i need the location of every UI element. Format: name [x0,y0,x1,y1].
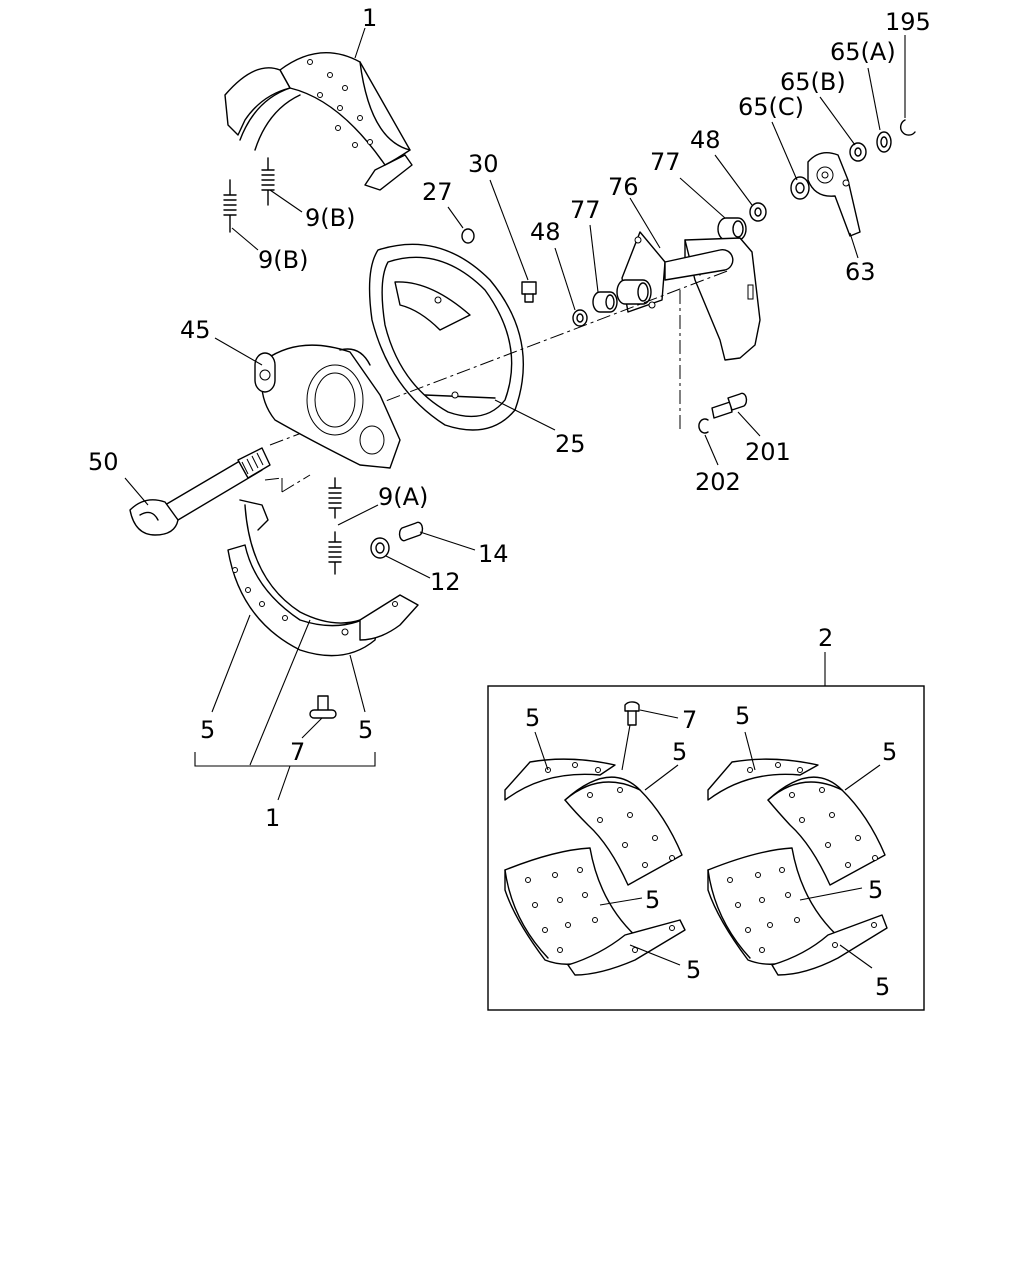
callout-45: 45 [180,316,211,344]
upper-brake-shoe [224,52,413,191]
kit-lining-upper-right [707,758,886,886]
callout-76: 76 [608,173,639,201]
callout-14: 14 [478,540,509,568]
callout-12: 12 [430,568,461,596]
callout-9a: 9(A) [378,483,428,511]
kit-callout-5-d: 5 [882,738,897,766]
callout-5-left: 5 [200,716,215,744]
callout-63: 63 [845,258,876,286]
kit-lining-lower-right [707,847,888,976]
callout-5-mid: 5 [358,716,373,744]
callout-27: 27 [422,178,453,206]
callout-1-bottom: 1 [265,804,280,832]
callout-1-top: 1 [362,4,377,32]
kit-callout-5-g: 5 [868,876,883,904]
callout-50: 50 [88,448,119,476]
callout-7-lower: 7 [290,738,305,766]
bolt-201 [711,392,748,419]
kit-callout-5-f: 5 [686,956,701,984]
lining-kit-box [487,685,925,1011]
slack-adjuster-63 [807,152,861,237]
lower-brake-shoe [227,499,419,657]
springs-9a [328,477,342,575]
callout-9b-upper: 9(B) [305,204,355,232]
kit-lining-upper-left [504,758,683,886]
callout-25: 25 [555,430,586,458]
callout-201: 201 [745,438,791,466]
callout-48-left: 48 [530,218,561,246]
kit-lining-lower-left [504,847,686,976]
callout-77-right: 77 [650,148,681,176]
callout-48-right: 48 [690,126,721,154]
camshaft-bracket-76 [621,231,761,361]
callout-202: 202 [695,468,741,496]
kit-callout-5-b: 5 [672,738,687,766]
callout-77-left: 77 [570,196,601,224]
springs-9b [223,157,275,233]
brake-spider-45 [254,344,401,469]
backing-plate-25 [368,243,524,431]
kit-callout-5-c: 5 [735,702,750,730]
kit-callout-5-a: 5 [525,704,540,732]
callout-65a: 65(A) [830,38,896,66]
callout-65b: 65(B) [780,68,846,96]
kit-callout-5-h: 5 [875,973,890,1001]
camshaft-50 [129,447,271,536]
kit-callout-7: 7 [682,706,697,734]
kit-callout-5-e: 5 [645,886,660,914]
callout-2: 2 [818,624,833,652]
callout-195: 195 [885,8,931,36]
callout-9b-lower: 9(B) [258,246,308,274]
callout-30: 30 [468,150,499,178]
callout-65c: 65(C) [738,93,804,121]
